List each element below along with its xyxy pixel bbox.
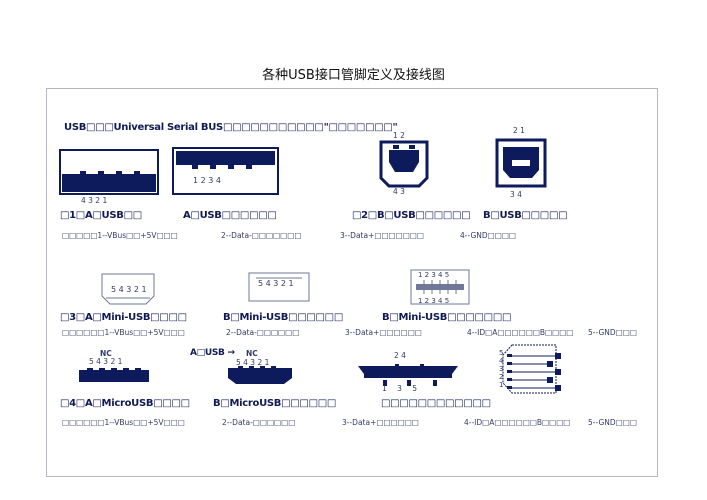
micro-usb-b-icon xyxy=(228,366,292,384)
pin-def-1: □□□□□1--VBus□□+5V□□□ xyxy=(62,231,178,240)
micro-arrow-label: A□USB → xyxy=(190,348,235,358)
side-pin-1: 1 xyxy=(499,381,504,389)
heading-usb-b: □2□B□USB□□□□□□ xyxy=(352,210,471,221)
mini-usb-a-icon xyxy=(101,273,155,305)
micro-pin-def-3: 3--Data+□□□□□□ xyxy=(342,418,419,427)
mini-usb-b-female-icon xyxy=(410,269,470,305)
side-pin-labels: 5 4 3 2 1 xyxy=(499,349,505,389)
pcb-top-pins: 2 4 xyxy=(394,351,406,360)
mini-a-pins: 5 4 3 2 1 xyxy=(111,285,147,294)
mini-b-female-top-pins: 1 2 3 4 5 xyxy=(418,271,450,279)
mini-pin-def-1: □□□□□□1--VBus□□+5V□□□ xyxy=(62,328,185,337)
pcb-footprint-icon xyxy=(358,364,458,386)
intro-text: USB□□□Universal Serial BUS□□□□□□□□□□□"□□… xyxy=(64,122,398,133)
mini-pin-def-2: 2--Data-□□□□□□ xyxy=(226,328,300,337)
usb-a-socket-pin-numbers: 1 2 3 4 xyxy=(193,176,221,185)
mini-pin-def-4: 4--ID□A□□□□□□B□□□□ xyxy=(467,328,574,337)
mini-pin-def-3: 3--Data+□□□□□□ xyxy=(345,328,422,337)
mini-usb-b-icon xyxy=(248,272,310,302)
pin-def-3: 3--Data+□□□□□□□ xyxy=(340,231,424,240)
side-pin-2: 2 xyxy=(499,373,504,381)
micro-pin-def-4: 4--ID□A□□□□□□B□□□□ xyxy=(464,418,571,427)
page-title: 各种USB接口管脚定义及接线图 xyxy=(262,68,445,83)
usb-b-bottom-pins: 4 3 xyxy=(393,187,405,196)
mini-b-pins: 5 4 3 2 1 xyxy=(258,279,294,288)
heading-micro-b: B□MicroUSB□□□□□□ xyxy=(213,398,337,409)
usb-a-plug-icon xyxy=(59,149,159,195)
side-view-connector-icon xyxy=(502,344,561,394)
usb-a-socket-icon xyxy=(172,147,279,195)
usb-b-socket-bottom-pins: 3 4 xyxy=(510,190,522,199)
heading-usb-b-socket: B□USB□□□□□ xyxy=(483,210,568,221)
pin-def-2: 2--Data-□□□□□□□ xyxy=(221,231,302,240)
micro-pin-def-1: □□□□□□1--VBus□□+5V□□□ xyxy=(62,418,185,427)
micro-usb-a-icon xyxy=(79,368,149,382)
usb-b-socket-icon xyxy=(495,138,547,188)
side-pin-5: 5 xyxy=(499,349,504,357)
heading-usb-a-socket: A□USB□□□□□□ xyxy=(183,210,277,221)
pin-def-4: 4--GND□□□□ xyxy=(460,231,517,240)
micro-pin-def-5: 5--GND□□□ xyxy=(588,418,637,427)
usb-b-socket-top-pins: 2 1 xyxy=(513,126,525,135)
micro-b-pins: 5 4 3 2 1 xyxy=(236,358,270,367)
micro-pin-def-2: 2--Data-□□□□□□ xyxy=(222,418,296,427)
mini-pin-def-5: 5--GND□□□ xyxy=(588,328,637,337)
mini-b-female-bottom-pins: 1 2 3 4 5 xyxy=(418,297,450,305)
usb-b-top-pins: 1 2 xyxy=(393,131,405,140)
heading-pcb: □□□□□□□□□□□□ xyxy=(381,398,491,409)
pcb-bottom-pins: 1 3 5 xyxy=(382,384,418,393)
usb-b-plug-icon xyxy=(379,140,429,188)
heading-mini-b-female: B□Mini-USB□□□□□□□ xyxy=(382,312,512,323)
heading-usb-a: □1□A□USB□□ xyxy=(60,210,142,221)
micro-a-nc: NC xyxy=(100,349,112,358)
diagram-frame xyxy=(46,88,658,477)
heading-mini-b: B□Mini-USB□□□□□□ xyxy=(223,312,343,323)
heading-mini-a: □3□A□Mini-USB□□□□ xyxy=(60,312,187,323)
side-pin-3: 3 xyxy=(499,365,504,373)
micro-b-nc: NC xyxy=(246,349,258,358)
heading-micro-a: □4□A□MicroUSB□□□□ xyxy=(60,398,190,409)
usb-a-pin-numbers: 4 3 2 1 xyxy=(81,196,108,205)
side-pin-4: 4 xyxy=(499,357,504,365)
micro-a-pins: 5 4 3 2 1 xyxy=(89,357,123,366)
